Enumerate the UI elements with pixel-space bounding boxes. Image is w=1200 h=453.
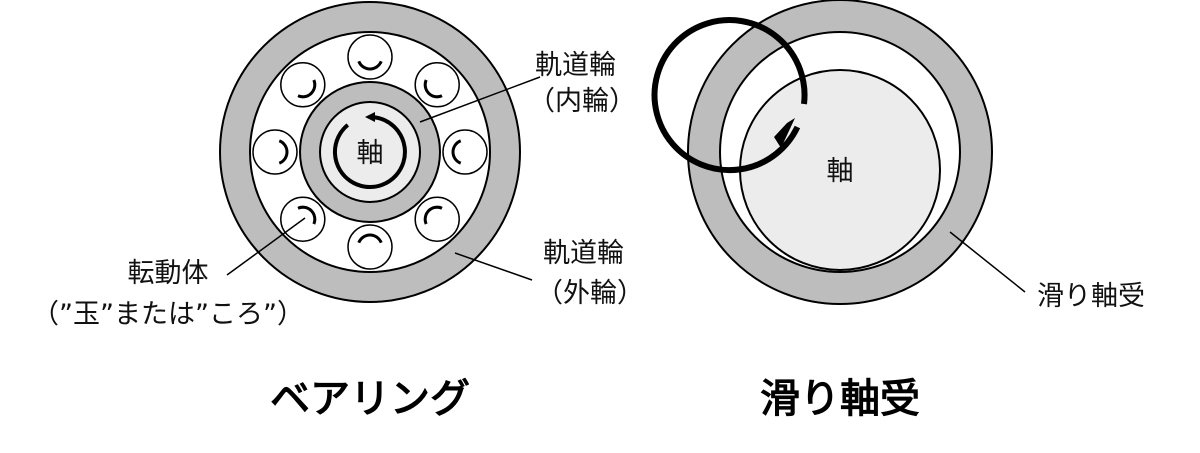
plain-bearing-shaft-label: 軸 (827, 156, 854, 187)
plain-shaft-rotation-arrow (651, 17, 808, 174)
outer-race-leader-line (454, 252, 533, 281)
rolling-element-label-line1: 転動体 (128, 258, 209, 289)
rolling-element-ball (414, 62, 460, 108)
ball-bearing-diagram: 軸 軌道輪 （内輪） 軌道輪 （外輪） 転動体 （”玉”または”ころ”） ベアリ… (32, 1, 644, 422)
inner-race-leader-line (419, 76, 541, 123)
plain-bearing-diagram: 軸 滑り軸受 滑り軸受 (651, 0, 1145, 422)
outer-race-label-line1: 軌道輪 (543, 238, 624, 269)
inner-race-label-line2: （内輪） (528, 86, 636, 117)
bearing-shaft-label: 軸 (357, 138, 384, 169)
shaft-rotation-arrow (332, 112, 407, 189)
ball-rotation-arc (357, 233, 383, 244)
bearing-title: ベアリング (270, 376, 470, 422)
rolling-element-ball (442, 129, 488, 175)
rolling-element-leader-line (226, 217, 306, 276)
ball-rotation-arc (357, 60, 383, 71)
rolling-element-ball (347, 34, 393, 80)
rolling-element-ball (280, 62, 326, 108)
plain-bearing-label: 滑り軸受 (1037, 281, 1145, 312)
ball-rotation-arc (423, 79, 443, 99)
rolling-element-ball (347, 224, 393, 270)
outer-race-label-line2: （外輪） (536, 278, 644, 309)
plain-bearing-title: 滑り軸受 (760, 376, 920, 422)
plain-shaft-arrow-head (774, 118, 795, 148)
ball-rotation-arc (297, 79, 317, 99)
rolling-element-label-line2: （”玉”または”ころ”） (32, 299, 304, 330)
ball-rotation-arc (423, 205, 443, 225)
ball-rotation-arc (451, 139, 462, 165)
rolling-element-ball (414, 196, 460, 242)
ball-rotation-arc (297, 205, 317, 225)
ball-rotation-arc (278, 139, 289, 165)
inner-race-label-line1: 軌道輪 (535, 50, 616, 81)
plain-bearing-leader-line (949, 231, 1026, 293)
rolling-element-ball (252, 129, 298, 175)
